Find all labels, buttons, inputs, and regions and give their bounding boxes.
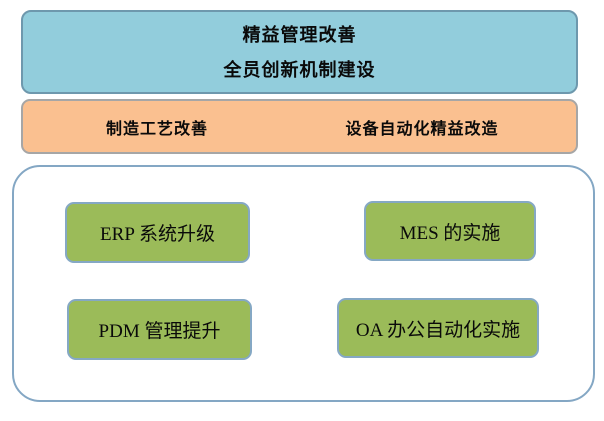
oa-automation-label: OA 办公自动化实施 — [355, 319, 521, 341]
equipment-automation-label: 设备自动化精益改造 — [345, 120, 499, 138]
oa-automation-box: OA 办公自动化实施 — [337, 298, 539, 358]
mes-implementation-box: MES 的实施 — [364, 201, 536, 261]
it-systems-group-box: ERP 系统升级 MES 的实施 PDM 管理提升 OA 办公自动化实施 — [12, 165, 595, 402]
pdm-improvement-label: PDM 管理提升 — [98, 321, 221, 342]
title-line-innovation-mechanism: 全员创新机制建设 — [223, 59, 376, 80]
erp-upgrade-box: ERP 系统升级 — [65, 202, 250, 263]
erp-upgrade-label: ERP 系统升级 — [100, 224, 215, 245]
process-improvement-box: 制造工艺改善 设备自动化精益改造 — [21, 99, 578, 154]
mes-implementation-label: MES 的实施 — [399, 222, 501, 244]
pdm-improvement-box: PDM 管理提升 — [67, 299, 252, 360]
lean-management-title-box: 精益管理改善 全员创新机制建设 — [21, 10, 578, 94]
manufacturing-process-label: 制造工艺改善 — [105, 120, 209, 138]
title-line-lean-management: 精益管理改善 — [242, 24, 357, 45]
